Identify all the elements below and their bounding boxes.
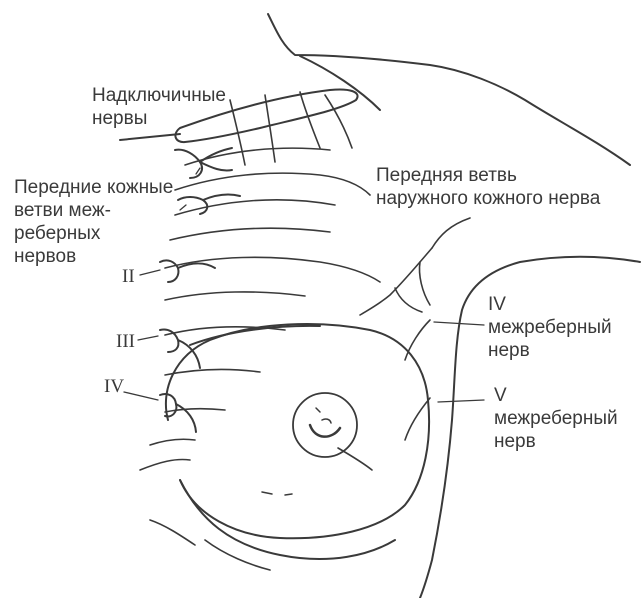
anterior-cutaneous-branches-label: Передние кожные ветви меж- реберных нерв… (14, 176, 173, 268)
supraclavicular-nerves-label: Надключичные нервы (92, 84, 226, 130)
rib-numeral-iii: III (116, 331, 135, 353)
rib-lines (140, 148, 380, 570)
breast-outline (166, 324, 429, 559)
rib-numeral-ii: II (122, 266, 135, 288)
lateral-cutaneous-branch-label: Передняя ветвь наружного кожного нерва (376, 164, 600, 210)
intercostal-nerve-v-label: V межреберный нерв (494, 384, 618, 453)
intercostal-nerve-iv-label: IV межреберный нерв (488, 293, 612, 362)
rib-numeral-iv: IV (104, 376, 124, 398)
supraclavicular-nerves (230, 92, 352, 165)
